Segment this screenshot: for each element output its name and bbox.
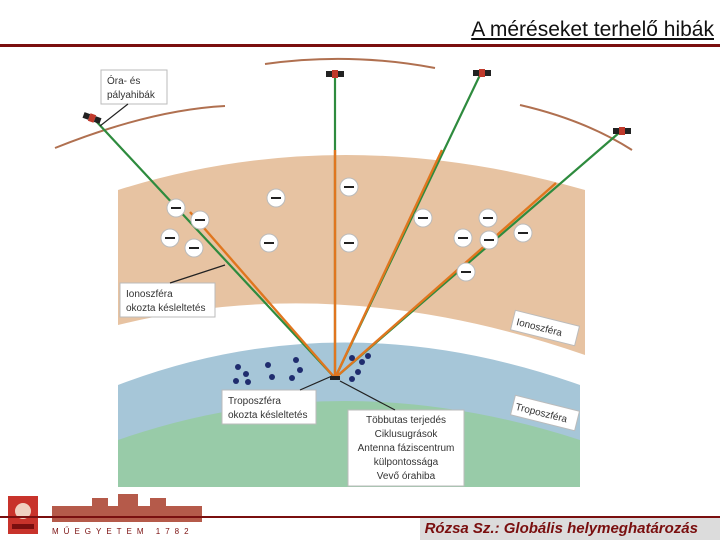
tropo-delay-box [221, 389, 317, 425]
footer-bar [420, 518, 720, 540]
iono-delay-box [119, 282, 216, 318]
tropo-delay-label-2: okozta késleltetés [228, 410, 308, 421]
clock-orbit-arrow [99, 103, 129, 127]
other-errors-arrow [339, 380, 396, 411]
droplet-icon [349, 355, 355, 361]
droplet-group [233, 353, 371, 385]
footer-rule [0, 516, 720, 518]
satellite-icon [473, 69, 491, 77]
iono-delay-arrow [169, 264, 226, 284]
droplet-icon [265, 362, 271, 368]
ionosphere-layer [118, 155, 585, 355]
other-errors-label-1: Többutas terjedés [366, 415, 446, 426]
tropo-delay-arrow [299, 375, 333, 391]
droplet-icon [235, 364, 241, 370]
droplet-icon [293, 357, 299, 363]
iono-delay-label-2: okozta késleltetés [126, 303, 206, 314]
signal-ray-4-iono [334, 182, 557, 379]
university-crest-icon [8, 496, 38, 534]
footer-text: Rózsa Sz.: Globális helymeghatározás [424, 520, 698, 537]
orbit-arc-right [519, 104, 633, 151]
satellite-icon [82, 112, 102, 124]
other-errors-label-5: Vevő órahiba [377, 471, 436, 482]
slide-title: A méréseket terhelő hibák [471, 18, 714, 41]
other-errors-label-3: Antenna fáziscentrum [358, 443, 455, 454]
troposphere-tag [509, 394, 581, 432]
electron-minus-signs [165, 186, 528, 273]
signal-ray-1 [94, 119, 336, 379]
other-errors-box [347, 409, 465, 487]
troposphere-layer [118, 342, 580, 440]
clock-orbit-box [100, 69, 168, 105]
other-errors-label-2: Ciklusugrások [375, 429, 439, 440]
droplet-icon [243, 371, 249, 377]
droplet-icon [233, 378, 239, 384]
clock-orbit-label-2: pályahibák [107, 90, 156, 101]
droplet-icon [365, 353, 371, 359]
satellite-icon [326, 70, 344, 78]
tropo-delay-label-1: Troposzféra [228, 396, 281, 407]
ionosphere-tag [509, 309, 581, 347]
droplet-icon [289, 375, 295, 381]
signal-ray-3-iono [333, 149, 444, 379]
receiver-icon [330, 376, 340, 380]
electron-group [160, 177, 533, 282]
satellite-icon [613, 127, 631, 135]
droplet-icon [359, 359, 365, 365]
orbit-arc-top [264, 57, 436, 69]
droplet-icon [297, 367, 303, 373]
droplet-icon [269, 374, 275, 380]
droplet-icon [349, 376, 355, 382]
clock-orbit-label-1: Óra- és [107, 74, 140, 87]
droplet-icon [355, 369, 361, 375]
iono-delay-label-1: Ionoszféra [126, 289, 173, 300]
logo-text: MŰEGYETEM 1782 [52, 527, 194, 536]
title-rule [0, 44, 720, 47]
droplet-icon [245, 379, 251, 385]
other-errors-label-4: külpontossága [374, 457, 439, 468]
orbit-arc-left [54, 105, 226, 149]
signal-ray-1-iono [189, 211, 336, 379]
